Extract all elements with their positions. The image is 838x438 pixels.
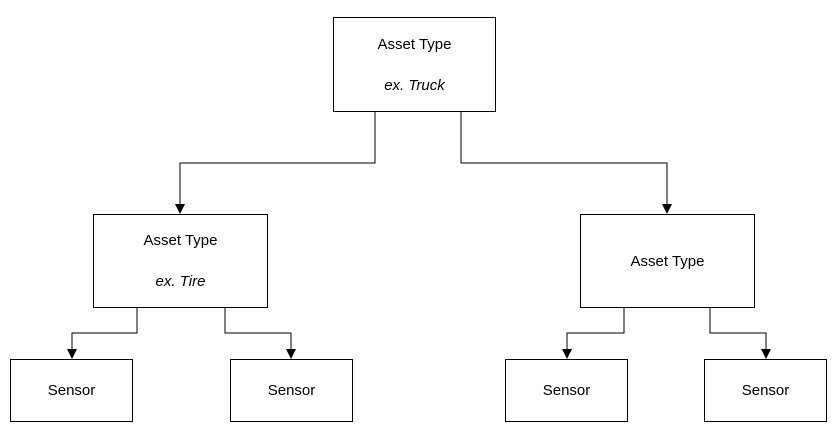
sensor-node: Sensor [230,359,353,422]
connector-root-to-right [460,112,672,214]
sensor-label: Sensor [741,382,790,399]
sensor-node: Sensor [10,359,133,422]
connector-right-to-sensor-4 [709,308,771,359]
connector-left-to-sensor-1 [67,308,138,359]
sensor-label: Sensor [542,382,591,399]
asset-type-node-left: Asset Type ex. Tire [93,214,268,308]
sensor-label: Sensor [47,382,96,399]
connector-left-to-sensor-2 [224,308,296,359]
connector-root-to-left [175,112,376,214]
sensor-label: Sensor [267,382,316,399]
asset-type-node-root: Asset Type ex. Truck [333,17,496,112]
sensor-node: Sensor [505,359,628,422]
node-title: Asset Type [143,232,218,249]
connector-right-to-sensor-3 [562,308,625,359]
node-title: Asset Type [377,35,452,53]
node-example: ex. Tire [155,273,206,290]
node-example: ex. Truck [384,76,445,94]
asset-type-node-right: Asset Type [580,214,755,308]
sensor-node: Sensor [704,359,827,422]
node-title: Asset Type [630,252,705,270]
